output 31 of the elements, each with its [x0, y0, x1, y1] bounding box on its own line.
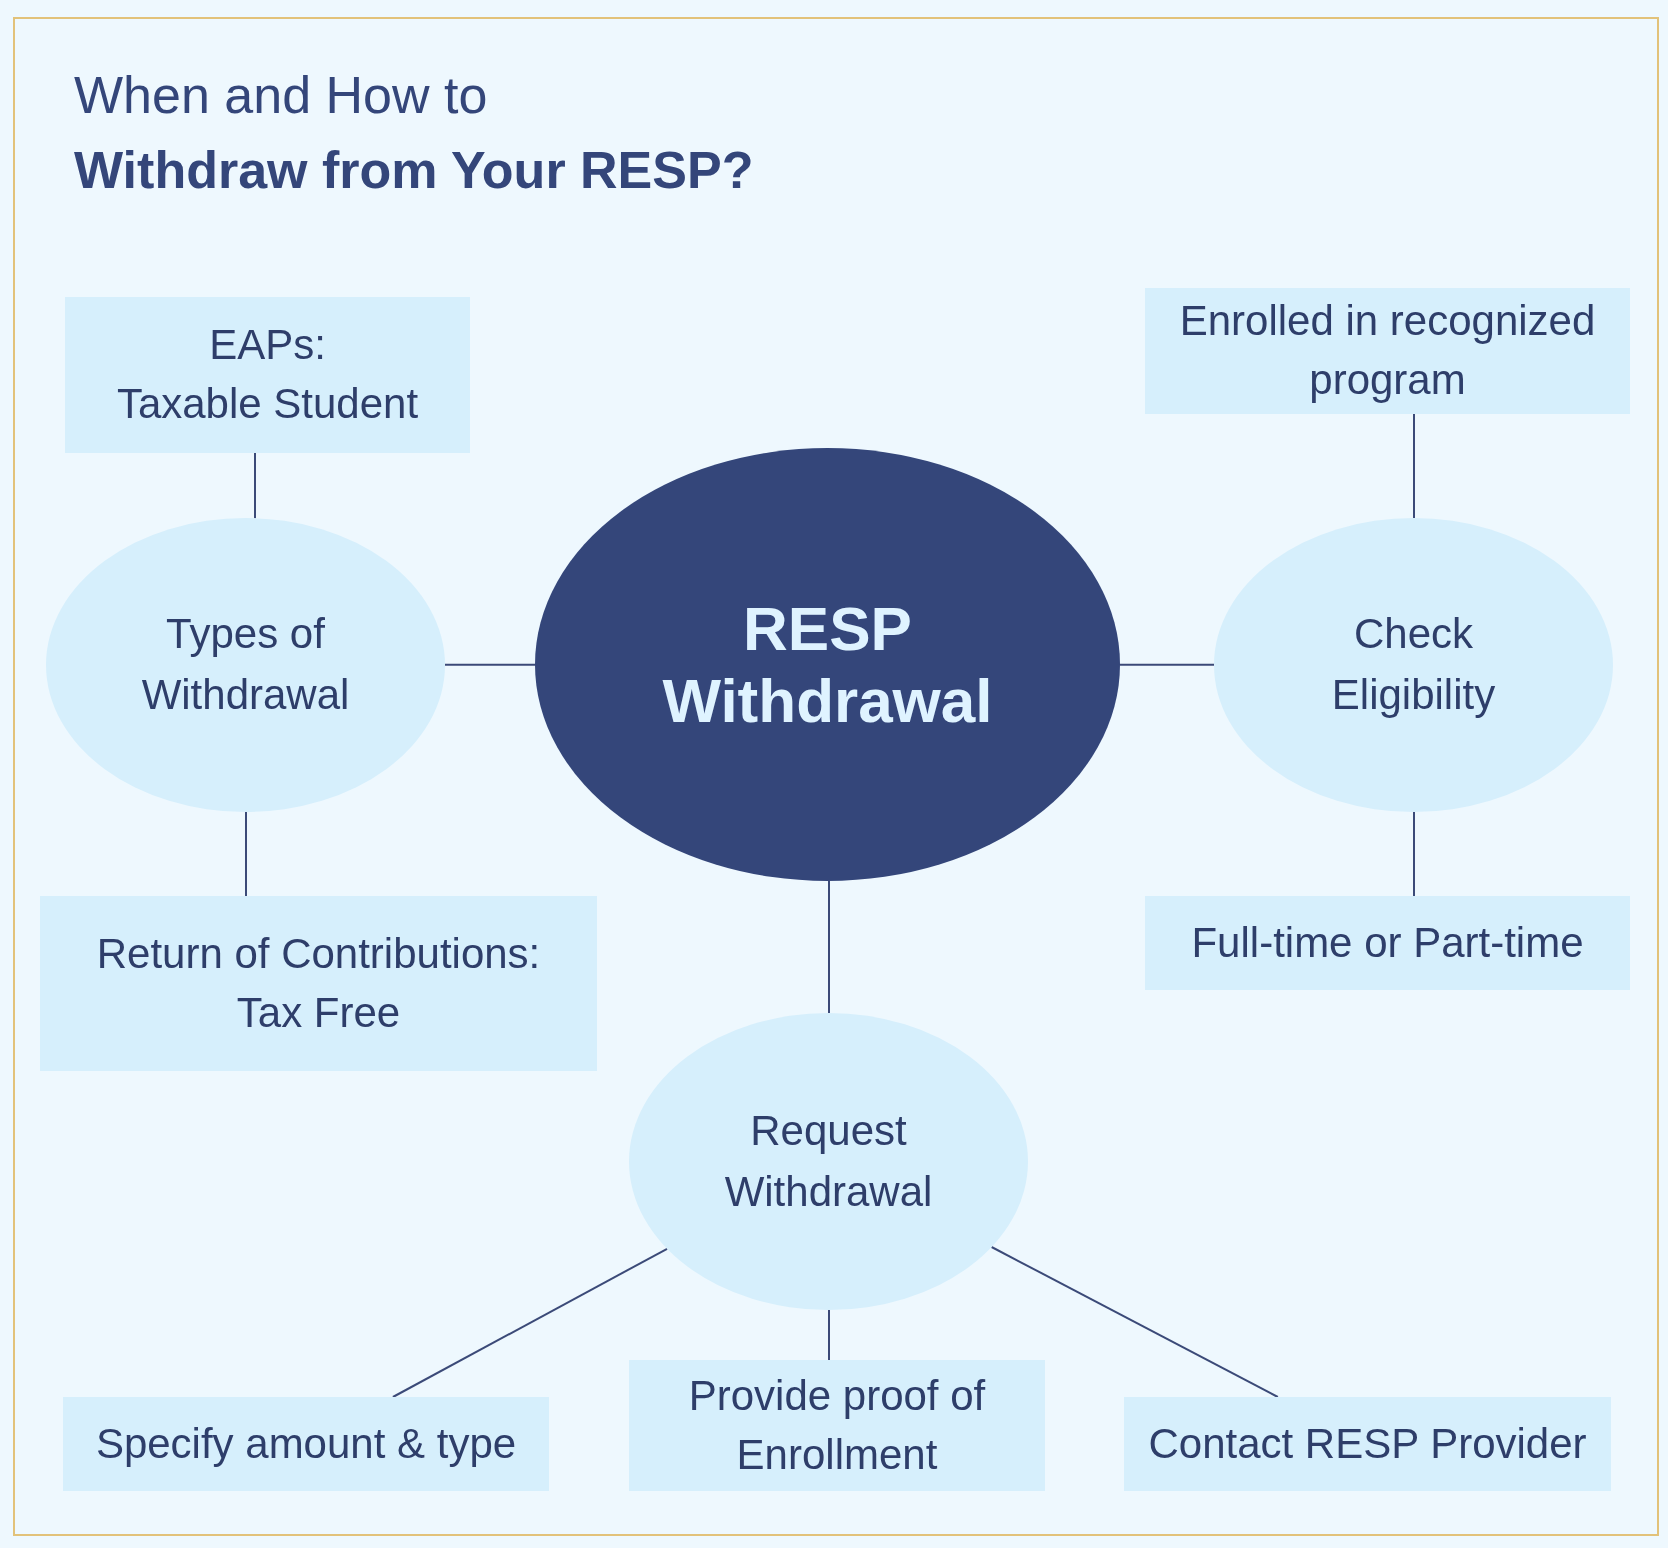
connector-line — [245, 811, 247, 897]
connector-line — [254, 452, 256, 520]
info-text: Specify amount & type — [95, 1418, 517, 1469]
info-box — [1145, 896, 1630, 990]
info-box — [629, 1360, 1045, 1491]
connector-line — [391, 1247, 669, 1398]
info-text: Taxable Student — [116, 379, 419, 429]
topic-text: Types of Withdrawal — [140, 609, 351, 720]
connector-line — [1413, 413, 1415, 519]
info-box — [63, 1397, 549, 1491]
info-text: Tax Free — [236, 987, 401, 1038]
info-text: Contact RESP Provider — [1148, 1418, 1587, 1469]
connector-line — [444, 663, 536, 666]
info-text: EAPs: — [209, 320, 326, 371]
info-box — [65, 297, 470, 453]
info-text: Enrolled in recognized program — [1178, 296, 1597, 405]
connector-line — [828, 880, 830, 1014]
connector-line — [1413, 811, 1415, 897]
central-topic-text: RESP Withdrawal — [661, 593, 994, 736]
info-text: Full-time or Part-time — [1191, 917, 1584, 968]
info-text: Return of Contributions: — [96, 928, 541, 979]
info-box — [1145, 288, 1630, 414]
topic-text: Request Withdrawal — [723, 1105, 934, 1217]
connector-line — [1119, 663, 1215, 666]
title: When and How to Withdraw from Your RESP? — [74, 65, 754, 202]
info-box — [40, 896, 597, 1071]
info-box — [1124, 1397, 1611, 1491]
info-text: Provide proof of Enrollment — [687, 1370, 987, 1480]
connector-line — [990, 1246, 1279, 1398]
connector-line — [828, 1309, 830, 1361]
topic-text: Check Eligibility — [1330, 609, 1497, 720]
